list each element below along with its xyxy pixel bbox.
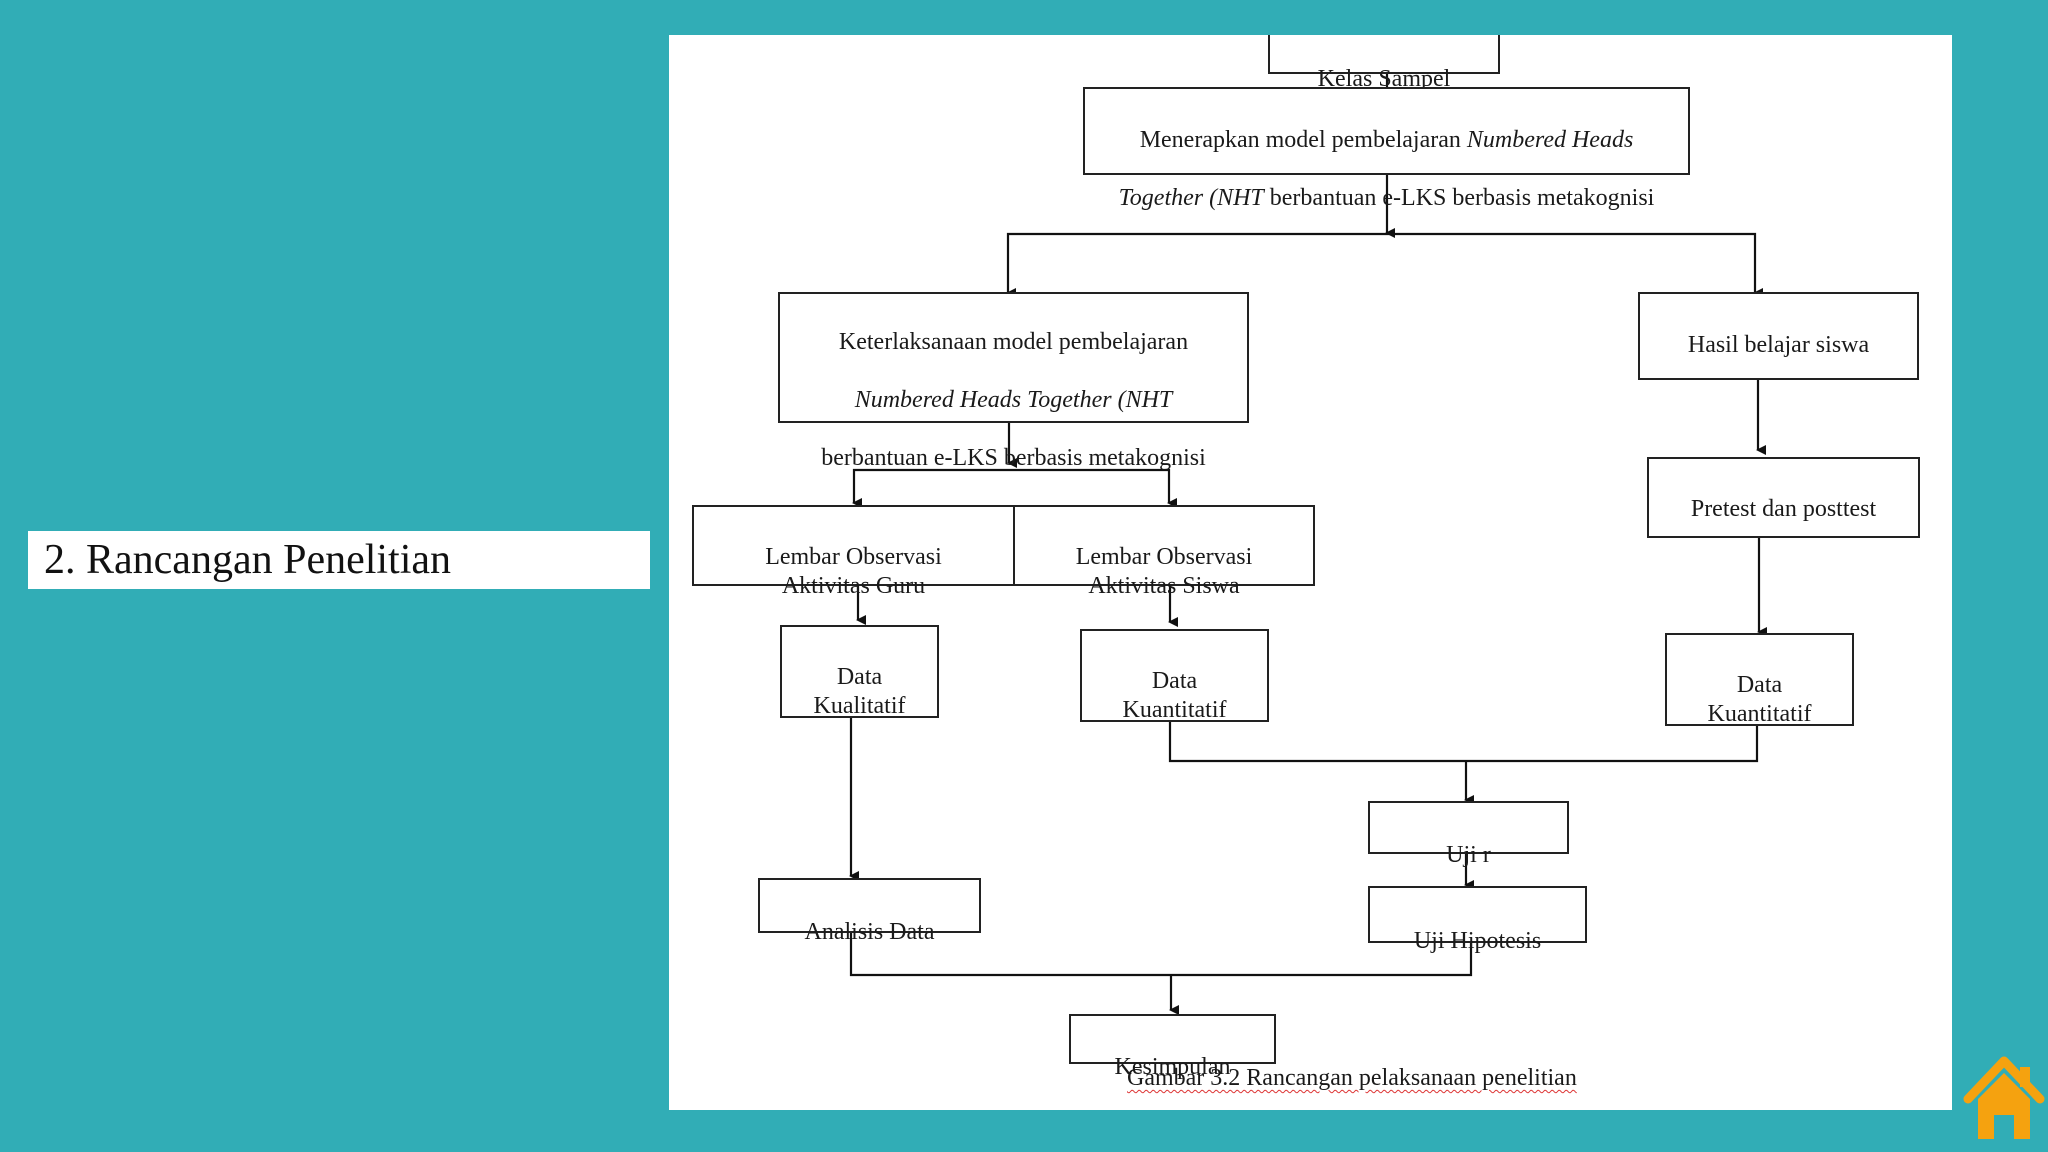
slide-title: 2. Rancangan Penelitian: [44, 537, 452, 583]
flowchart-figure: Kelas Sampel Menerapkan model pembelajar…: [669, 35, 1952, 1110]
node-lembar-siswa: Lembar Observasi Aktivitas Siswa: [1013, 505, 1315, 599]
node-keterlaksanaan: Keterlaksanaan model pembelajaran Number…: [778, 292, 1249, 471]
node-pretest-posttest: Pretest dan posttest: [1647, 457, 1920, 538]
node-kelas-sampel: Kelas Sampel: [1268, 35, 1500, 92]
node-data-kualitatif: Data Kualitatif: [780, 625, 939, 719]
node-analisis-data: Analisis Data: [758, 878, 981, 945]
node-lembar-guru: Lembar Observasi Aktivitas Guru: [692, 505, 1015, 599]
connector: [1168, 720, 1759, 763]
node-data-kuantitatif-2: Data Kuantitatif: [1665, 633, 1854, 727]
node-uji-r: Uji r: [1368, 801, 1569, 868]
node-menerapkan: Menerapkan model pembelajaran Numbered H…: [1083, 87, 1690, 211]
connector: [849, 931, 1473, 977]
node-uji-hipotesis: Uji Hipotesis: [1368, 886, 1587, 954]
connector: [1006, 232, 1757, 292]
node-kesimpulan: Kesimpulan: [1069, 1014, 1276, 1080]
figure-caption: Gambar 3.2 Rancangan pelaksanaan penelit…: [1127, 1065, 1577, 1091]
node-data-kuantitatif-1: Data Kuantitatif: [1080, 629, 1269, 723]
flowchart-connectors: [849, 72, 1767, 1015]
connector: [852, 468, 1171, 502]
node-hasil-belajar: Hasil belajar siswa: [1638, 292, 1919, 380]
home-icon[interactable]: [1962, 1055, 2046, 1141]
slide-title-box: 2. Rancangan Penelitian: [28, 531, 650, 589]
